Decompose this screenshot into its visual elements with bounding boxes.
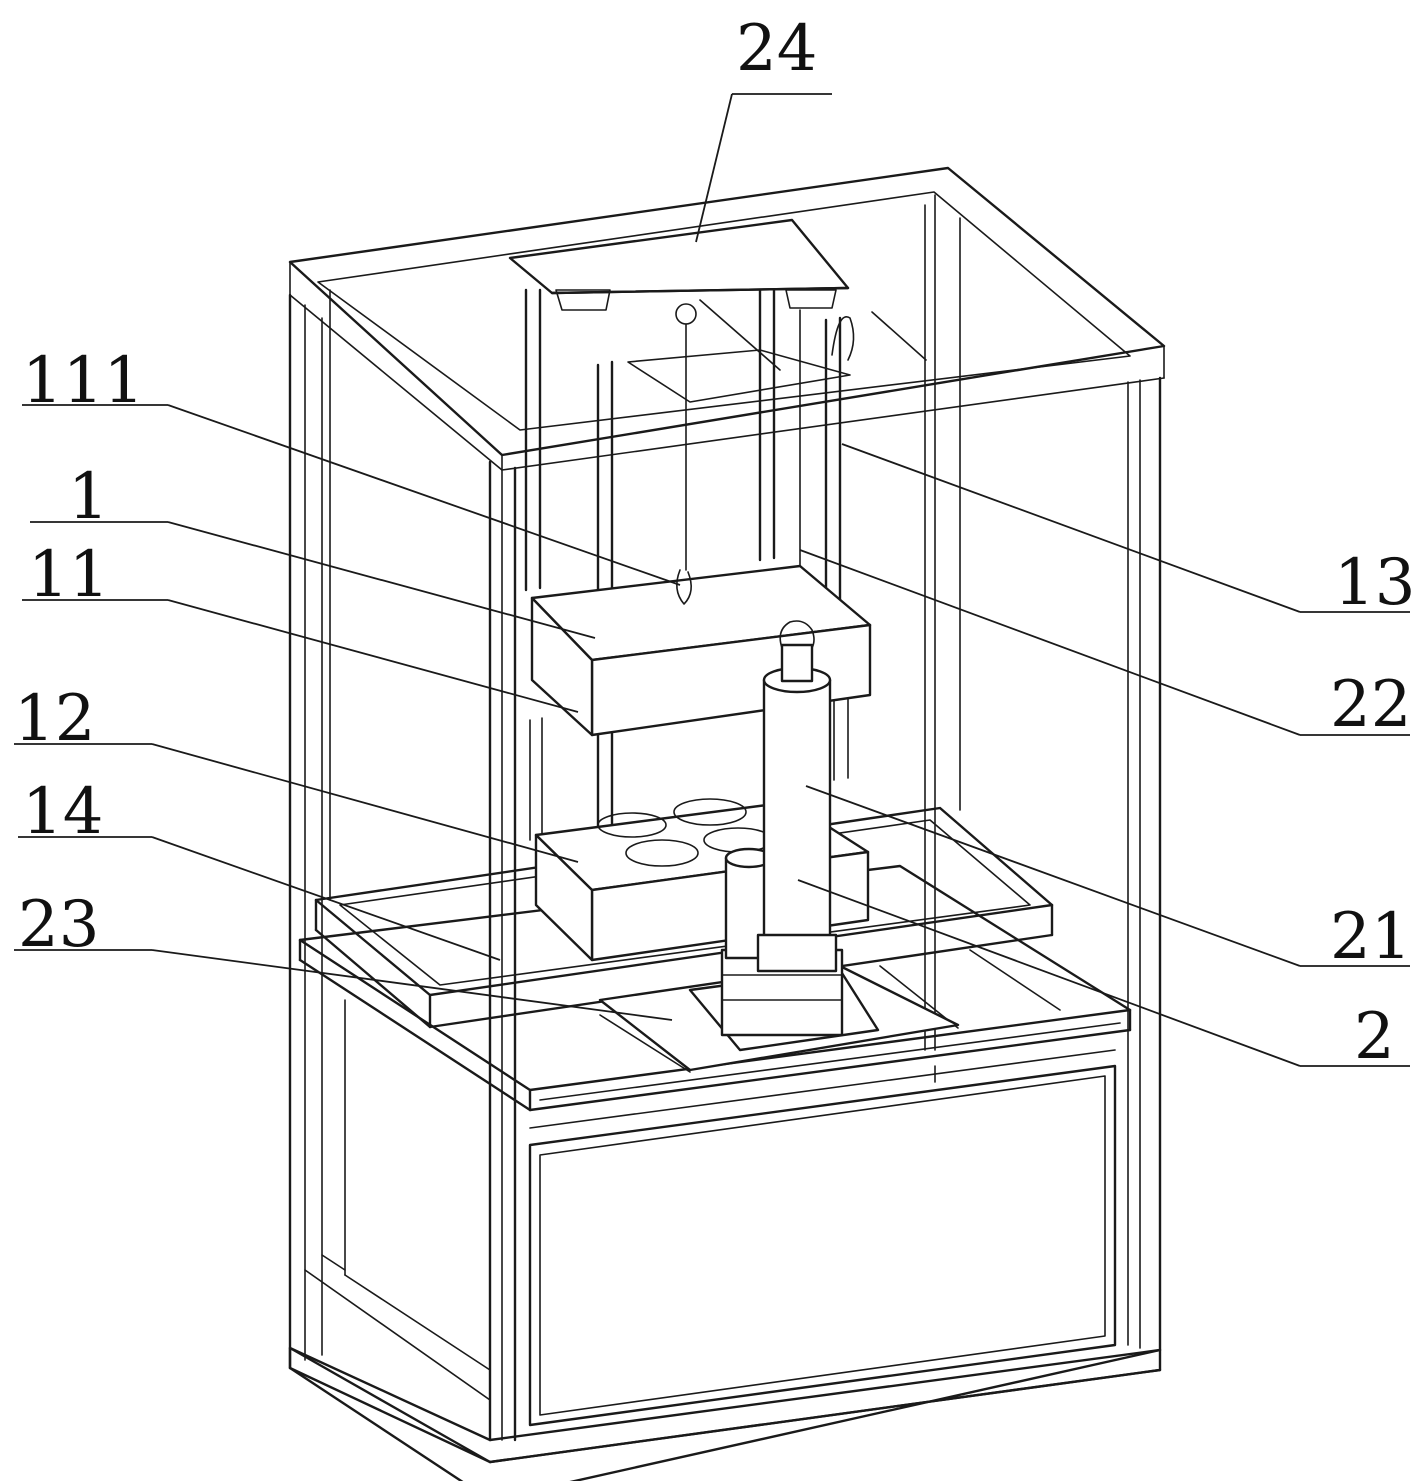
label-2: 2 — [1354, 1000, 1395, 1074]
label-24: 24 — [736, 12, 817, 86]
label-13: 13 — [1334, 546, 1415, 620]
label-111: 111 — [22, 344, 144, 418]
label-1: 1 — [68, 460, 109, 534]
label-12: 12 — [14, 682, 95, 756]
label-14: 14 — [22, 775, 103, 849]
label-22: 22 — [1330, 668, 1411, 742]
label-11: 11 — [28, 538, 109, 612]
label-23: 23 — [18, 888, 99, 962]
label-21: 21 — [1330, 900, 1411, 974]
